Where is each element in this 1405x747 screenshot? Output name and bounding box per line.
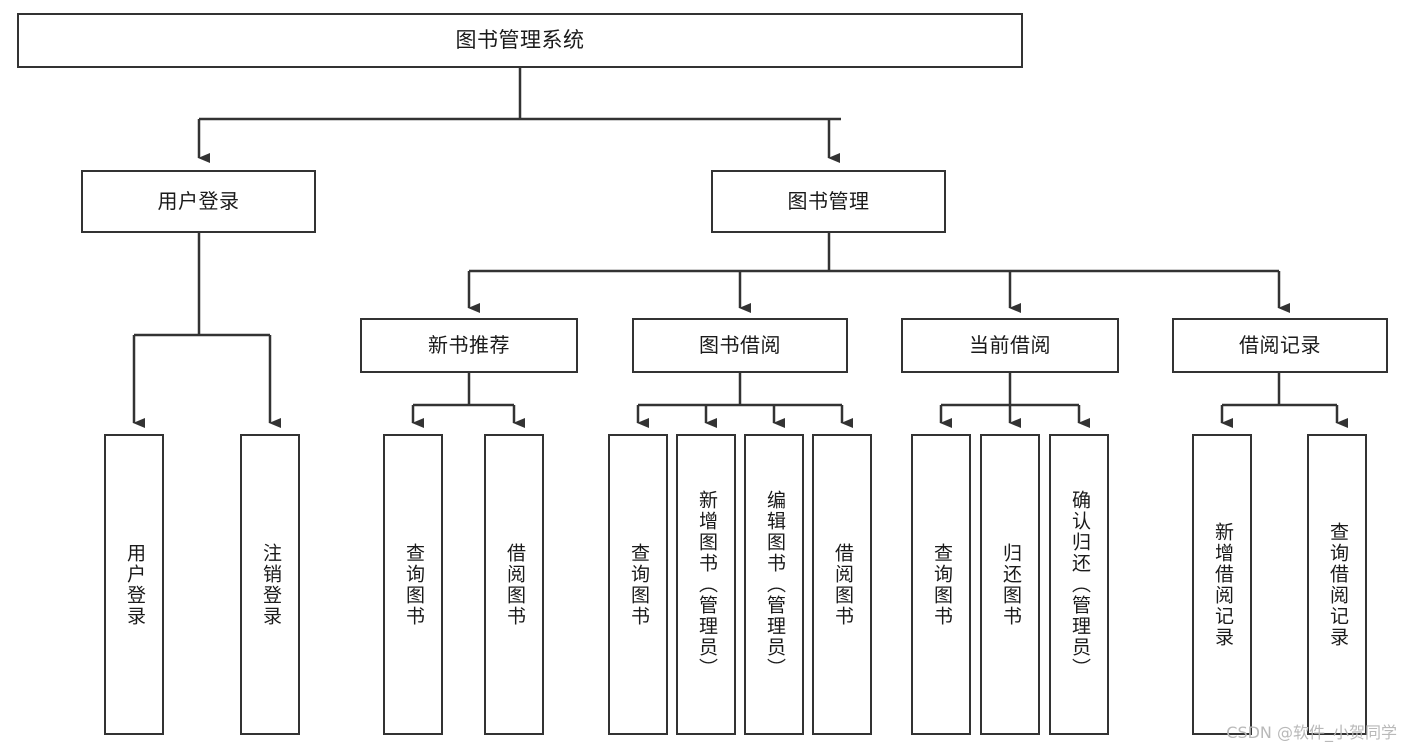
leaf-confirm-return-admin[interactable]: 确认归还（管理员） [1049,434,1109,735]
node-label: 新增图书（管理员） [695,490,718,679]
node-label: 归还图书 [999,542,1022,627]
node-label: 新书推荐 [428,333,510,357]
node-label: 用户登录 [157,189,240,213]
node-label: 确认归还（管理员） [1068,490,1091,679]
node-label: 图书管理系统 [455,28,585,53]
node-label: 当前借阅 [969,333,1051,357]
leaf-borrow-book-recommend[interactable]: 借阅图书 [484,434,544,735]
leaf-logout-login[interactable]: 注销登录 [240,434,300,735]
node-label: 查询图书 [627,542,650,627]
node-book-management[interactable]: 图书管理 [711,170,946,233]
node-label: 借阅图书 [831,542,854,627]
node-label: 用户登录 [123,542,146,627]
leaf-query-book-borrow[interactable]: 查询图书 [608,434,668,735]
node-root-system[interactable]: 图书管理系统 [17,13,1023,68]
node-book-borrow[interactable]: 图书借阅 [632,318,848,373]
leaf-query-book-current[interactable]: 查询图书 [911,434,971,735]
leaf-user-login[interactable]: 用户登录 [104,434,164,735]
leaf-query-book-recommend[interactable]: 查询图书 [383,434,443,735]
leaf-borrow-book[interactable]: 借阅图书 [812,434,872,735]
node-borrow-record[interactable]: 借阅记录 [1172,318,1388,373]
node-label: 查询图书 [930,542,953,627]
node-label: 编辑图书（管理员） [763,490,786,679]
node-label: 借阅记录 [1239,333,1321,357]
watermark: CSDN @软件_小贺同学 [1226,723,1397,742]
node-user-login[interactable]: 用户登录 [81,170,316,233]
leaf-add-book-admin[interactable]: 新增图书（管理员） [676,434,736,735]
leaf-edit-book-admin[interactable]: 编辑图书（管理员） [744,434,804,735]
node-label: 查询图书 [402,542,425,627]
node-label: 查询借阅记录 [1326,521,1349,648]
node-current-borrow[interactable]: 当前借阅 [901,318,1119,373]
node-label: 图书借阅 [699,333,781,357]
node-label: 借阅图书 [503,542,526,627]
node-new-book-recommend[interactable]: 新书推荐 [360,318,578,373]
node-label: 注销登录 [259,542,282,627]
node-label: 新增借阅记录 [1211,521,1234,648]
leaf-add-borrow-record[interactable]: 新增借阅记录 [1192,434,1252,735]
node-label: 图书管理 [787,189,870,213]
leaf-query-borrow-record[interactable]: 查询借阅记录 [1307,434,1367,735]
leaf-return-book[interactable]: 归还图书 [980,434,1040,735]
